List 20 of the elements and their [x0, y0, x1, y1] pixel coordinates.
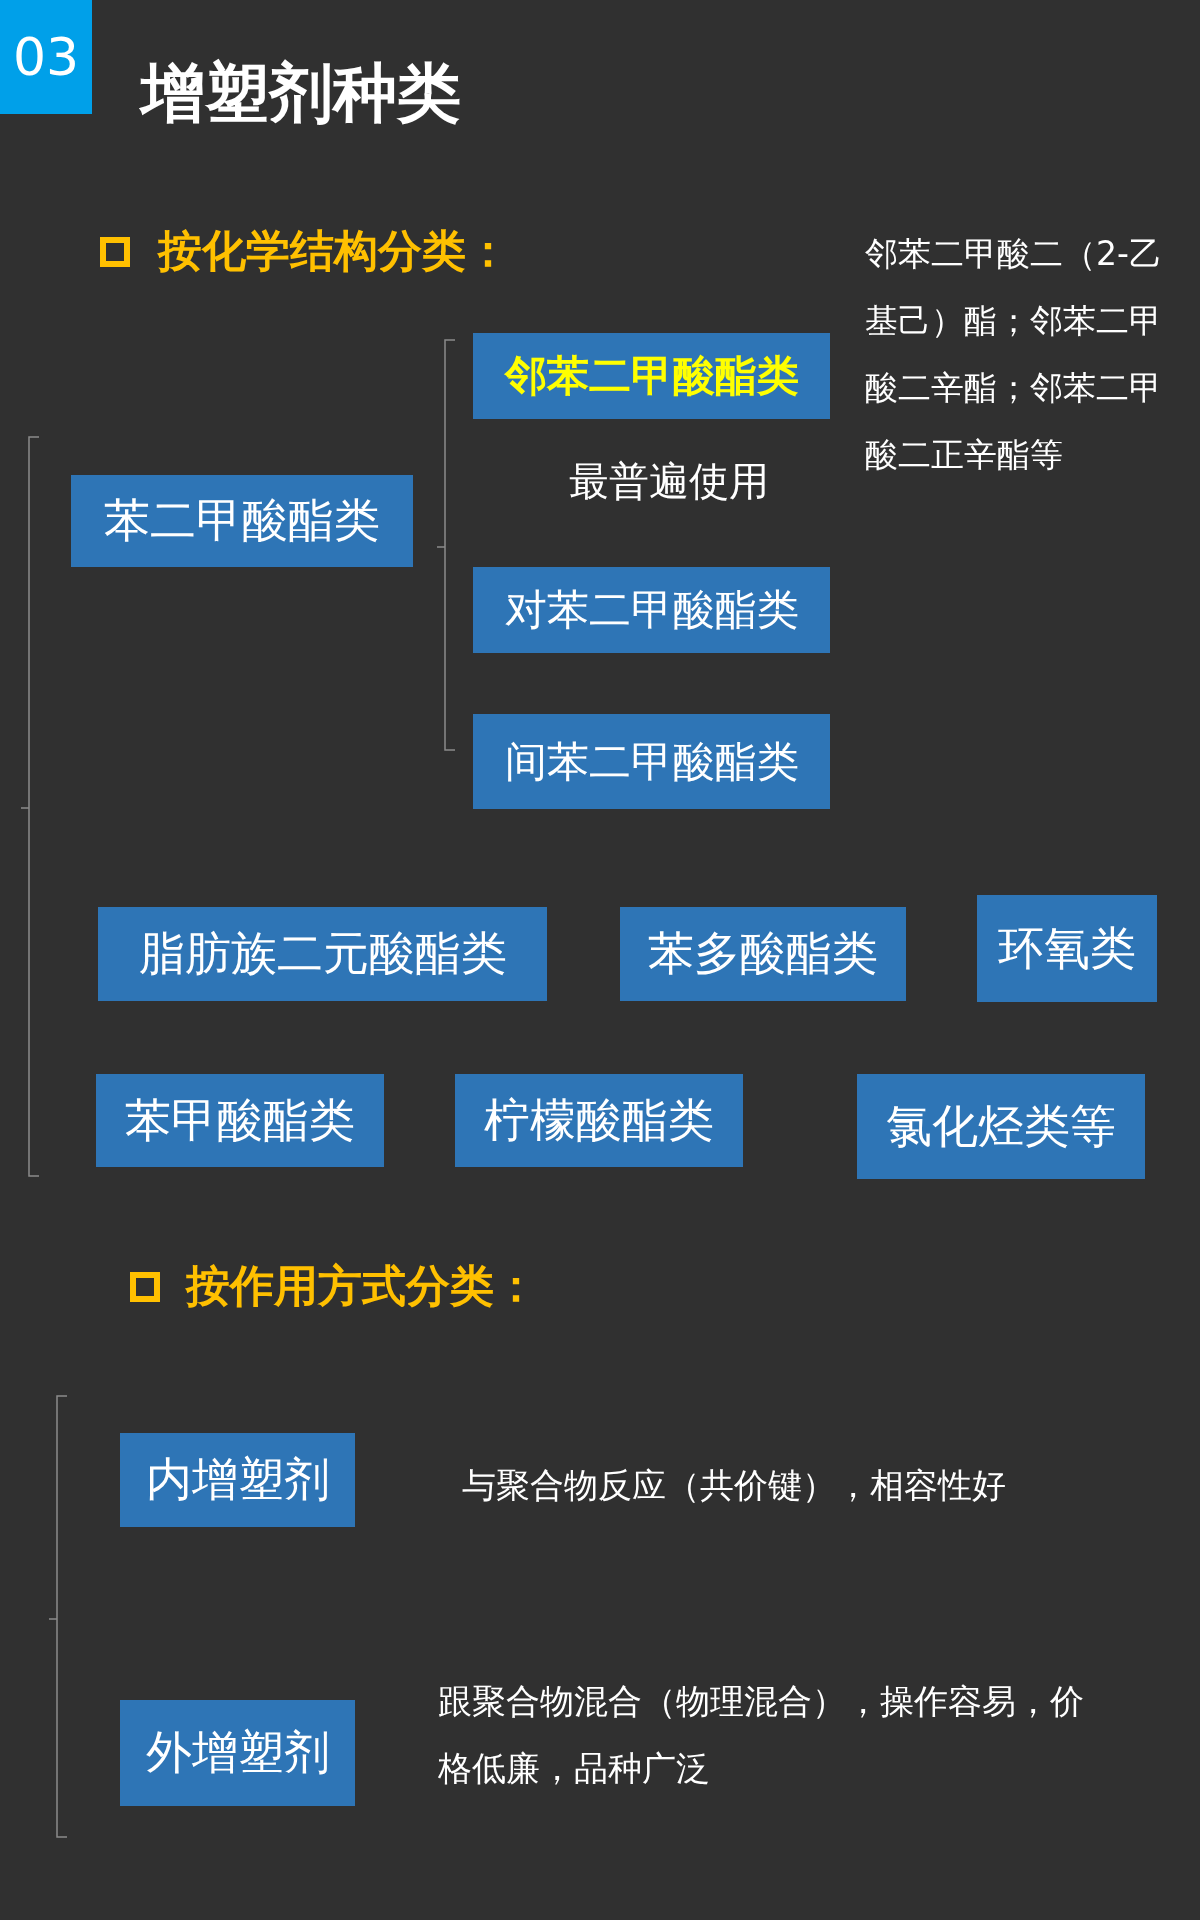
note-text: 跟聚合物混合（物理混合），操作容易，价格低廉，品种广泛	[438, 1680, 1085, 1790]
slide-title: 增塑剂种类	[141, 55, 461, 132]
category-box: 苯二甲酸酯类	[71, 475, 413, 567]
section-number: 03	[0, 0, 92, 114]
section-heading: 按作用方式分类：	[186, 1259, 538, 1313]
category-box: 邻苯二甲酸酯类	[473, 333, 830, 419]
note-text: 邻苯二甲酸二（2-乙基己）酯；邻苯二甲酸二辛酯；邻苯二甲酸二正辛酯等	[865, 233, 1163, 476]
category-box: 对苯二甲酸酯类	[473, 567, 830, 653]
note-text: 最普遍使用	[569, 457, 769, 506]
category-box: 柠檬酸酯类	[455, 1074, 743, 1167]
category-box: 外增塑剂	[120, 1700, 355, 1806]
category-box: 苯多酸酯类	[620, 907, 906, 1001]
category-box: 间苯二甲酸酯类	[473, 714, 830, 809]
note-text: 与聚合物反应（共价键），相容性好	[462, 1464, 1007, 1507]
section-heading: 按化学结构分类：	[158, 224, 510, 278]
category-box: 脂肪族二元酸酯类	[98, 907, 547, 1001]
category-box: 环氧类	[977, 895, 1157, 1002]
category-box: 内增塑剂	[120, 1433, 355, 1527]
category-box: 苯甲酸酯类	[96, 1074, 384, 1167]
category-box: 氯化烃类等	[857, 1074, 1145, 1179]
